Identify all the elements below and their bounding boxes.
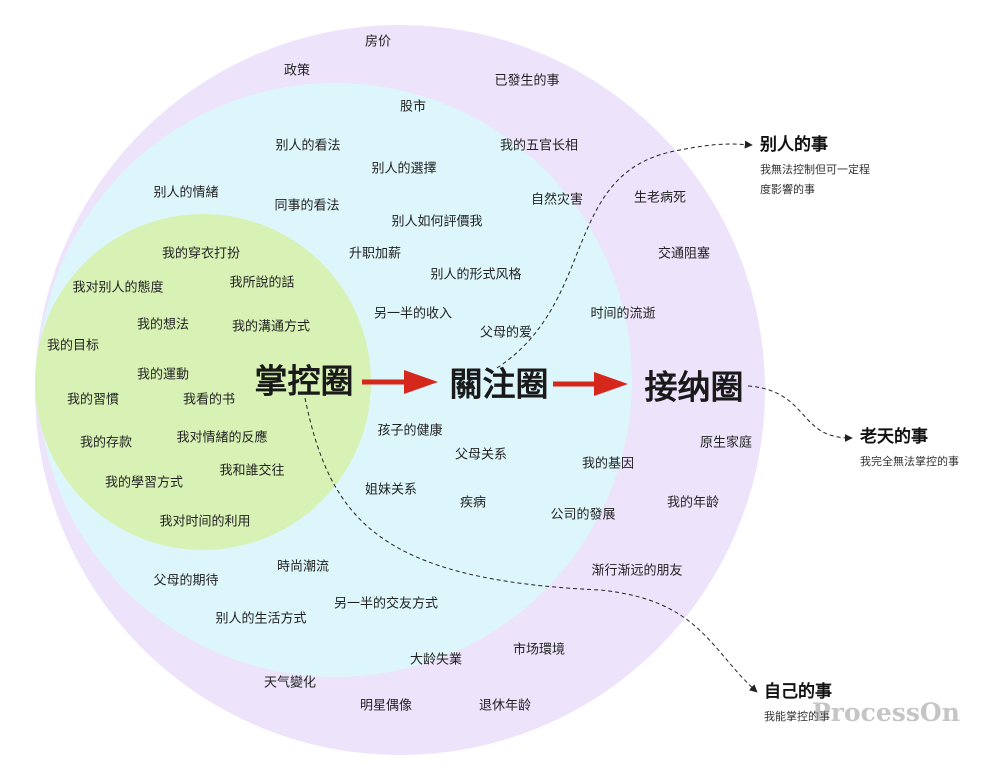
outer-item: 原生家庭 xyxy=(699,435,753,451)
inner-item: 我和誰交往 xyxy=(219,463,285,479)
middle-item: 别人的看法 xyxy=(275,138,341,154)
middle-item: 别人的生活方式 xyxy=(215,611,307,627)
outer-item: 已發生的事 xyxy=(494,73,560,89)
arrow-control-to-concern-head xyxy=(404,370,438,394)
inner-item: 我的學習方式 xyxy=(104,475,184,491)
outer-item: 政策 xyxy=(283,63,311,79)
middle-item: 時尚潮流 xyxy=(276,559,330,575)
acceptance-circle-title: 接纳圈 xyxy=(644,367,744,407)
middle-item: 另一半的收入 xyxy=(373,306,453,322)
inner-item: 我的運動 xyxy=(136,367,190,383)
note-others-title: 别人的事 xyxy=(760,135,828,155)
outer-item: 我的五官长相 xyxy=(499,138,579,154)
outer-item: 我的年龄 xyxy=(666,495,720,511)
outer-item: 公司的發展 xyxy=(550,507,616,523)
inner-item: 我所說的話 xyxy=(229,275,295,291)
arrow-concern-to-acceptance-head xyxy=(594,372,628,396)
control-circle xyxy=(35,214,371,550)
outer-item: 生老病死 xyxy=(633,190,687,206)
inner-item: 我对别人的態度 xyxy=(72,280,164,296)
note-heaven-desc: 我完全無法掌控的事 xyxy=(860,455,959,468)
inner-item: 我的穿衣打扮 xyxy=(161,246,241,262)
inner-item: 我的目标 xyxy=(46,338,100,354)
middle-item: 别人的形式风格 xyxy=(430,267,522,283)
inner-item: 我对情緒的反應 xyxy=(176,430,268,446)
outer-item: 交通阻塞 xyxy=(657,246,711,262)
middle-item: 升职加薪 xyxy=(348,246,402,262)
middle-item: 姐妹关系 xyxy=(364,482,418,498)
middle-item: 另一半的交友方式 xyxy=(333,596,439,612)
middle-item: 父母关系 xyxy=(454,447,508,463)
outer-item: 我的基因 xyxy=(581,456,635,472)
outer-item: 天气變化 xyxy=(263,675,317,691)
processon-watermark: ProcessOn xyxy=(812,698,960,727)
note-self-desc: 我能掌控的事 xyxy=(764,710,830,723)
outer-item: 自然灾害 xyxy=(530,192,584,208)
middle-item: 父母的期待 xyxy=(153,573,219,589)
note-self-title: 自己的事 xyxy=(764,682,832,702)
middle-item: 疾病 xyxy=(459,495,487,511)
inner-item: 我对时间的利用 xyxy=(159,514,251,530)
middle-item: 别人的情緒 xyxy=(153,185,219,201)
outer-item: 渐行渐远的朋友 xyxy=(591,563,683,579)
middle-item: 孩子的健康 xyxy=(377,423,443,439)
outer-item: 时间的流逝 xyxy=(590,306,656,322)
inner-item: 我的存款 xyxy=(79,435,133,451)
outer-item: 市场環境 xyxy=(512,642,566,658)
outer-item: 大龄失業 xyxy=(409,652,463,668)
note-heaven-title: 老天的事 xyxy=(860,427,928,447)
inner-item: 我看的书 xyxy=(182,392,236,408)
middle-item: 同事的看法 xyxy=(274,198,340,214)
outer-item: 退休年龄 xyxy=(478,698,532,714)
outer-item: 房价 xyxy=(364,34,392,50)
outer-item: 明星偶像 xyxy=(359,698,413,714)
concern-circle-title: 關注圈 xyxy=(449,364,549,404)
middle-item: 父母的爱 xyxy=(479,325,533,341)
inner-item: 我的想法 xyxy=(136,317,190,333)
control-circle-title: 掌控圈 xyxy=(254,361,354,401)
middle-item: 别人如何評價我 xyxy=(391,214,483,230)
note-others-desc: 我無法控制但可一定程度影響的事 xyxy=(760,163,870,196)
inner-item: 我的溝通方式 xyxy=(231,319,311,335)
connector-heaven xyxy=(747,385,853,442)
middle-item: 别人的選擇 xyxy=(371,161,437,177)
outer-item: 股市 xyxy=(399,99,427,115)
connector-self xyxy=(304,397,758,693)
inner-item: 我的習慣 xyxy=(66,392,120,408)
